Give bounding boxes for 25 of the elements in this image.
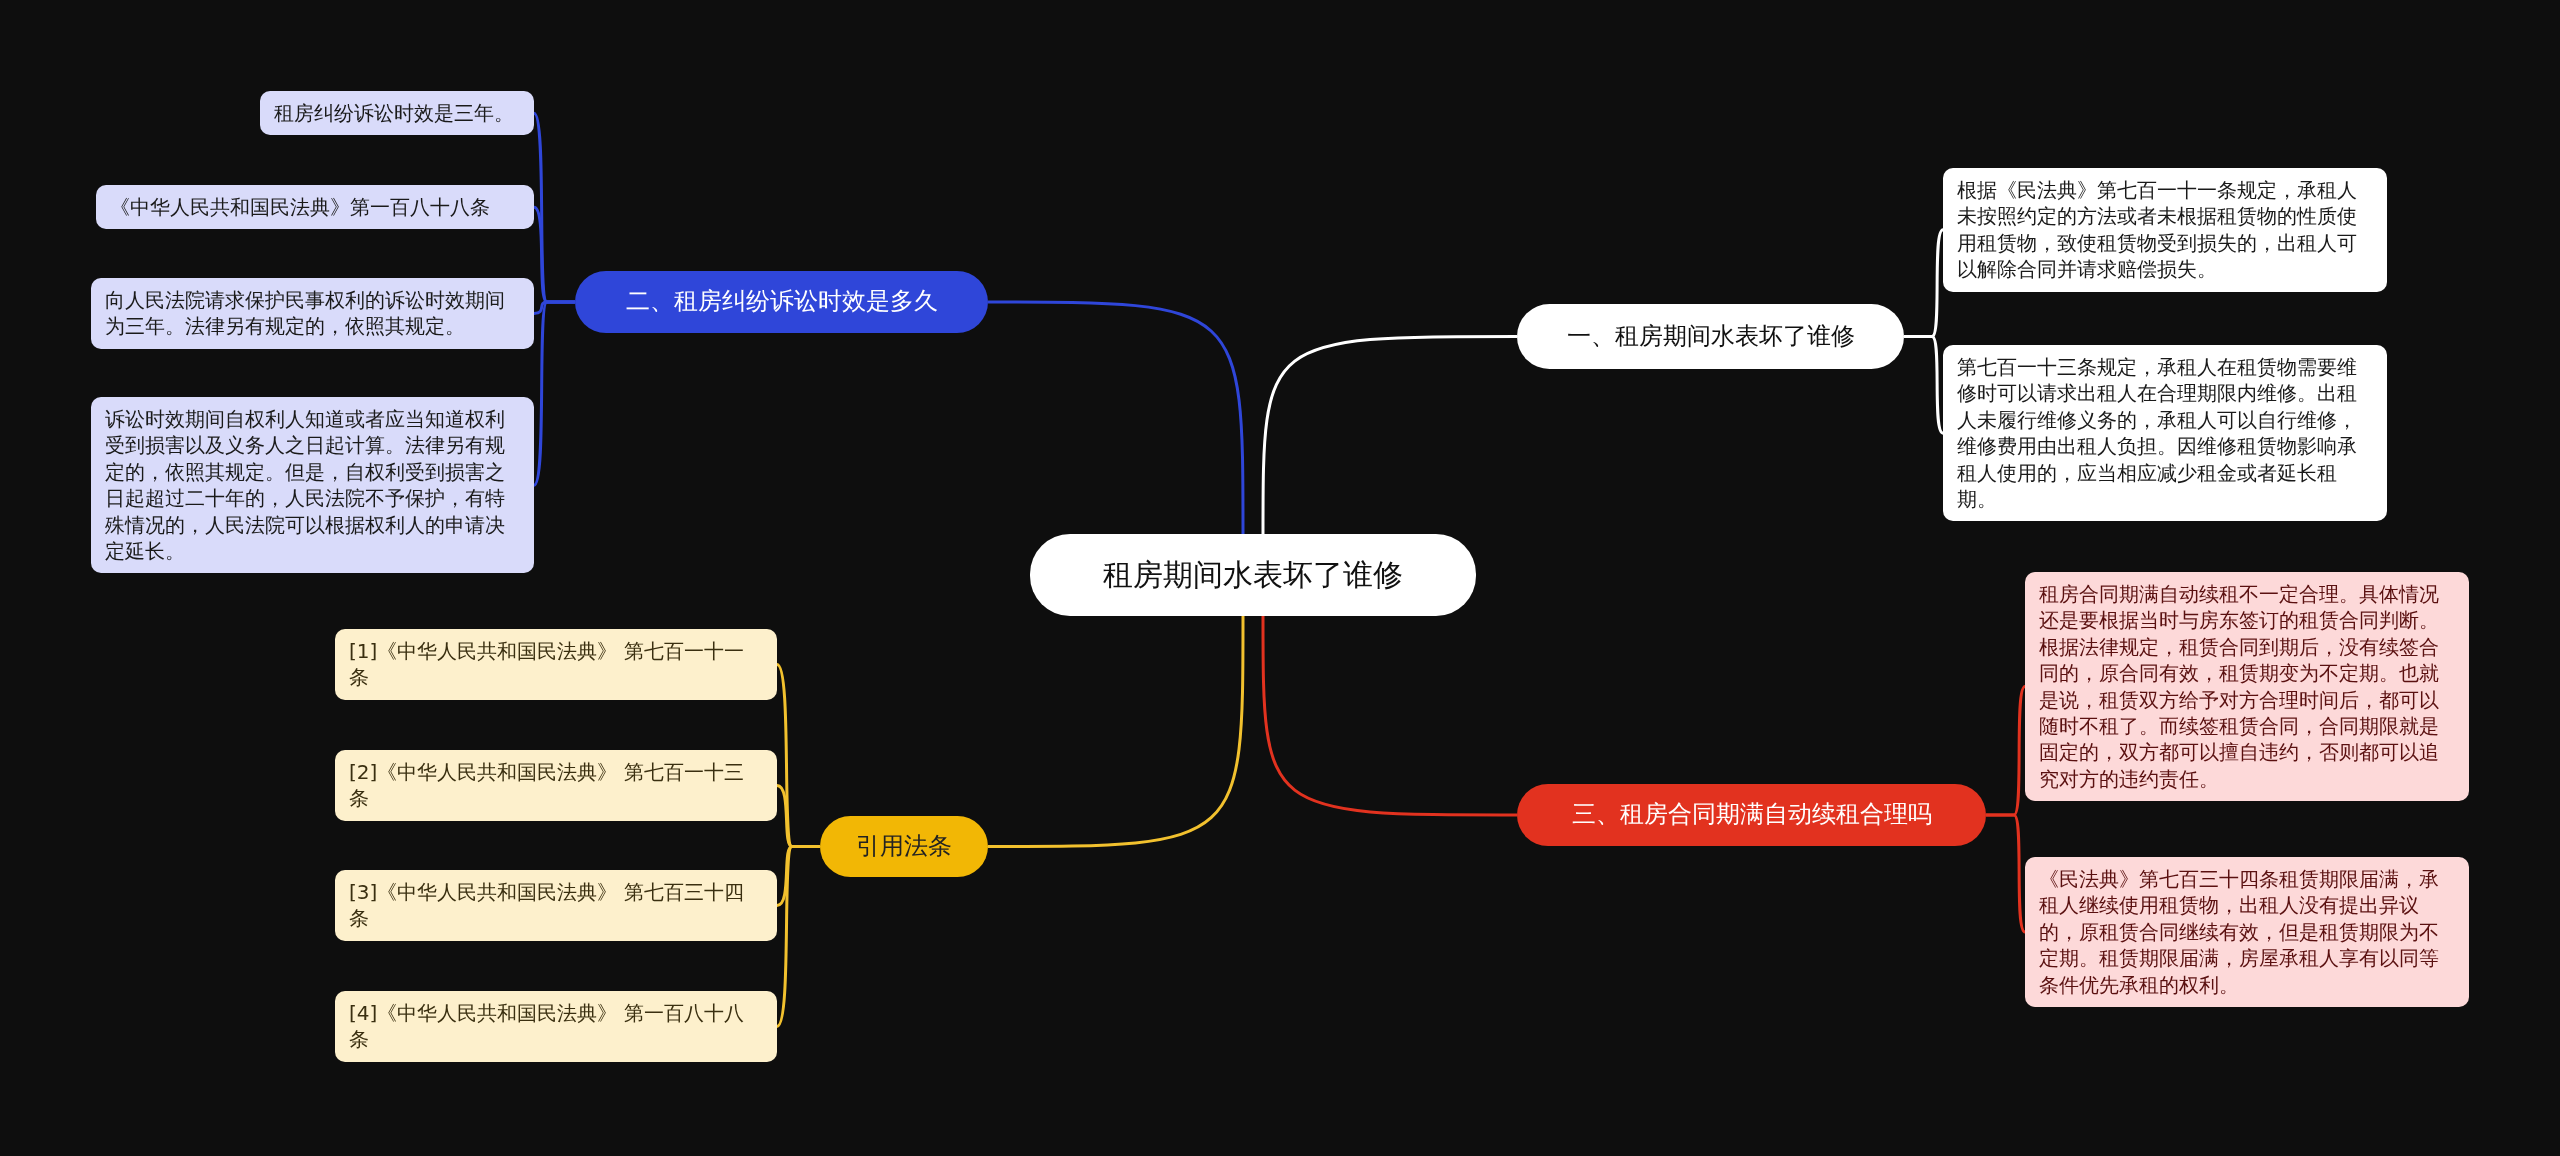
central-topic: 租房期间水表坏了谁修 xyxy=(1030,534,1476,616)
note-card: 租房合同期满自动续租不一定合理。具体情况还是要根据当时与房东签订的租赁合同判断。根据法律规定，租赁合同到期后，没有续签合同的，原合同有效，租赁期变为不定期。也就是说，租赁双方给予对方合理时间后，都可以随时不租了。而续签租赁合同，合同期限就是固定的，双方都可以擅自违约，否则都可以追究对方的违约责任。 xyxy=(2025,572,2469,802)
connector-line xyxy=(1261,335,1517,534)
branch-topic: 三、租房合同期满自动续租合理吗 xyxy=(1517,784,1986,846)
branch-topic: 引用法条 xyxy=(820,816,988,877)
citation-card: [2]《中华人民共和国民法典》 第七百一十三条 xyxy=(335,750,777,821)
connector-line xyxy=(1986,813,2027,934)
branch-topic: 一、租房期间水表坏了谁修 xyxy=(1517,304,1904,369)
note-card: 诉讼时效期间自权利人知道或者应当知道权利受到损害以及义务人之日起计算。法律另有规定的，依照其规定。但是，自权利受到损害之日起超过二十年的，人民法院不予保护，有特殊情况的，人民法院可以根据权利人的申请决定延长。 xyxy=(91,397,534,574)
connector-line xyxy=(988,300,1245,534)
connector-line xyxy=(775,845,820,1028)
note-card: 《民法典》第七百三十四条租赁期限届满，承租人继续使用租赁物，出租人没有提出异议的，原租赁合同继续有效，但是租赁期限为不定期。租赁期限届满，房屋承租人享有以同等条件优先承租的权利。 xyxy=(2025,857,2469,1007)
note-card: 根据《民法典》第七百一十一条规定，承租人未按照约定的方法或者未根据租赁物的性质使用租赁物，致使租赁物受到损失的，出租人可以解除合同并请求赔偿损失。 xyxy=(1943,168,2387,292)
branch-topic: 二、租房纠纷诉讼时效是多久 xyxy=(575,271,988,333)
connector-line xyxy=(988,616,1245,848)
note-card: 租房纠纷诉讼时效是三年。 xyxy=(260,91,534,136)
citation-card: [4]《中华人民共和国民法典》 第一百八十八条 xyxy=(335,991,777,1062)
note-card: 第七百一十三条规定，承租人在租赁物需要维修时可以请求出租人在合理期限内维修。出租人未履行维修义务的，承租人可以自行维修，维修费用由出租人负担。因维修租赁物影响承租人使用的，应当相应减少租金或者延长租期。 xyxy=(1943,345,2387,522)
citation-card: [1]《中华人民共和国民法典》 第七百一十一条 xyxy=(335,629,777,700)
note-card: 向人民法院请求保护民事权利的诉讼时效期间为三年。法律另有规定的，依照其规定。 xyxy=(91,278,534,349)
connector-line xyxy=(1904,335,1944,435)
citation-card: [3]《中华人民共和国民法典》 第七百三十四条 xyxy=(335,870,777,941)
connector-line xyxy=(1261,616,1517,817)
connector-line xyxy=(532,300,575,487)
note-card: 《中华人民共和国民法典》第一百八十八条 xyxy=(96,185,534,230)
